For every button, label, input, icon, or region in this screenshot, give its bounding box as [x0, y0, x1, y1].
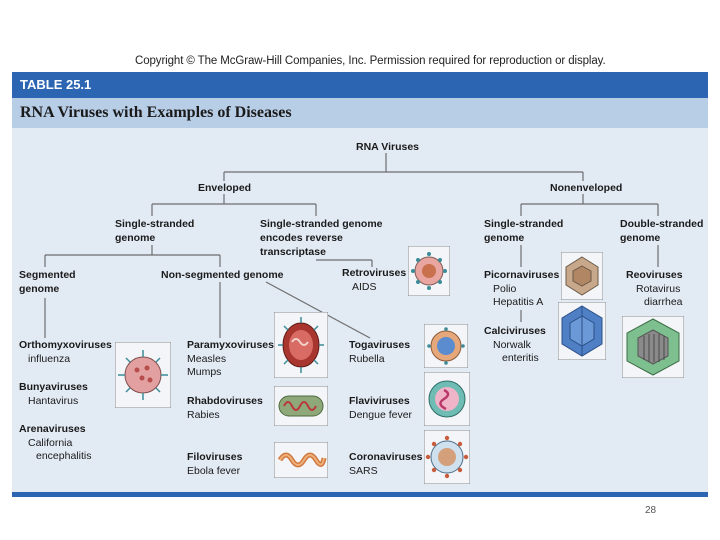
paramyxovirus-image — [274, 312, 328, 378]
node-enveloped: Enveloped — [198, 182, 252, 194]
family-coronaviruses: Coronaviruses — [349, 451, 423, 463]
table-label: TABLE 25.1 — [20, 77, 92, 92]
disease-sars: SARS — [349, 465, 378, 477]
disease-measles: Measles — [187, 353, 227, 365]
node-nonsegmented: Non-segmented genome — [161, 269, 284, 281]
disease-mumps: Mumps — [187, 366, 222, 378]
node-ds-line2: genome — [620, 232, 661, 244]
disease-rabies: Rabies — [187, 409, 220, 421]
flavivirus-image — [424, 372, 470, 426]
node-segmented-line1: Segmented — [19, 269, 76, 281]
family-flaviviruses: Flaviviruses — [349, 395, 410, 407]
rhabdovirus-image — [274, 386, 328, 426]
node-nonenveloped: Nonenveloped — [550, 182, 623, 194]
retrovirus-image — [408, 246, 450, 296]
family-reoviruses: Reoviruses — [626, 269, 683, 281]
node-ss-rt-line3: transcriptase — [260, 246, 326, 258]
disease-rubella: Rubella — [349, 353, 385, 365]
disease-polio: Polio — [493, 283, 517, 295]
disease-aids: AIDS — [352, 281, 377, 293]
family-retroviruses: Retroviruses — [342, 267, 407, 279]
family-rhabdoviruses: Rhabdoviruses — [187, 395, 263, 407]
table-title-band — [12, 98, 708, 128]
table-title: RNA Viruses with Examples of Diseases — [20, 104, 292, 121]
picornavirus-image — [561, 252, 603, 300]
disease-ebola-fever: Ebola fever — [187, 465, 241, 477]
family-paramyxoviruses: Paramyxoviruses — [187, 339, 274, 351]
disease-california: California — [28, 437, 73, 449]
node-ss-genome-line1: Single-stranded — [115, 218, 195, 230]
family-orthomyxoviruses: Orthomyxoviruses — [19, 339, 112, 351]
family-picornaviruses: Picornaviruses — [484, 269, 560, 281]
family-bunyaviruses: Bunyaviruses — [19, 381, 88, 393]
node-nonenv-ss-line1: Single-stranded — [484, 218, 564, 230]
disease-influenza: influenza — [28, 353, 71, 365]
node-rna-viruses: RNA Viruses — [356, 141, 420, 153]
node-ds-line1: Double-stranded — [620, 218, 704, 230]
disease-diarrhea: diarrhea — [644, 296, 683, 308]
calcivirus-image — [558, 302, 606, 360]
node-ss-genome-line2: genome — [115, 232, 156, 244]
togavirus-image — [424, 324, 468, 368]
disease-hepatitis-a: Hepatitis A — [493, 296, 544, 308]
table-header-bar — [12, 72, 708, 98]
node-nonenv-ss-line2: genome — [484, 232, 525, 244]
disease-norwalk: Norwalk — [493, 339, 531, 351]
copyright-notice: Copyright © The McGraw-Hill Companies, I… — [135, 55, 606, 67]
reovirus-image — [622, 316, 684, 378]
disease-dengue-fever: Dengue fever — [349, 409, 413, 421]
family-calciviruses: Calciviruses — [484, 325, 546, 337]
disease-encephalitis: encephalitis — [36, 450, 92, 462]
orthomyxovirus-image — [115, 342, 171, 408]
table-footer-bar — [12, 492, 708, 497]
filovirus-image — [274, 442, 328, 478]
family-arenaviruses: Arenaviruses — [19, 423, 86, 435]
node-segmented-line2: genome — [19, 283, 60, 295]
node-ss-rt-line1: Single-stranded genome — [260, 218, 383, 230]
coronavirus-image — [424, 430, 470, 484]
node-ss-rt-line2: encodes reverse — [260, 232, 343, 244]
family-filoviruses: Filoviruses — [187, 451, 243, 463]
disease-enteritis: enteritis — [502, 352, 539, 364]
page-number: 28 — [645, 505, 657, 516]
disease-rotavirus: Rotavirus — [636, 283, 681, 295]
disease-hantavirus: Hantavirus — [28, 395, 79, 407]
family-togaviruses: Togaviruses — [349, 339, 411, 351]
